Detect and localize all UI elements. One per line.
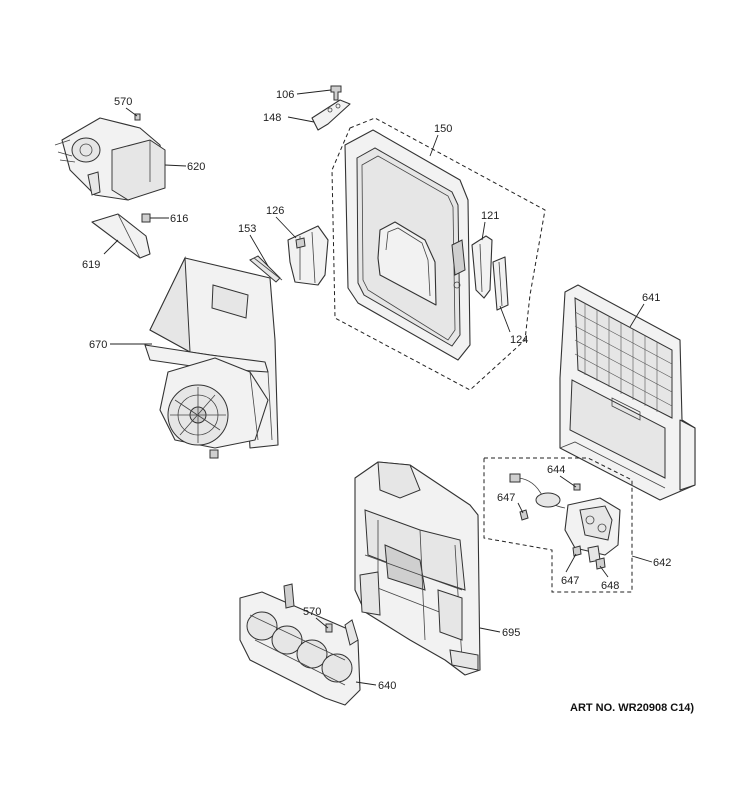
clip-part-647-top[interactable] <box>519 509 529 521</box>
housing-part-126[interactable] <box>287 225 329 286</box>
callout-670: 670 <box>89 339 107 351</box>
callout-648: 648 <box>601 580 619 592</box>
callout-106: 106 <box>276 89 294 101</box>
harness-part-644[interactable] <box>509 473 581 509</box>
callout-642: 642 <box>653 557 671 569</box>
callout-150: 150 <box>434 123 452 135</box>
callout-570-bottom: 570 <box>303 606 321 618</box>
callout-619: 619 <box>82 259 100 271</box>
bracket-part-148[interactable] <box>311 99 351 131</box>
callout-153: 153 <box>238 223 256 235</box>
lever-part-121[interactable] <box>471 235 493 299</box>
callout-640: 640 <box>378 680 396 692</box>
ice-maker-motor-part-620[interactable] <box>54 117 166 201</box>
callout-126: 126 <box>266 205 284 217</box>
callout-121: 121 <box>481 210 499 222</box>
dispenser-cover-part-641[interactable] <box>559 284 696 501</box>
clip-part-648[interactable] <box>595 557 606 570</box>
callout-570-top: 570 <box>114 96 132 108</box>
actuator-part-124[interactable] <box>492 256 509 311</box>
ice-bucket-auger-part-670[interactable] <box>144 256 279 459</box>
art-number: ART NO. WR20908 C14) <box>570 702 694 714</box>
screw-part-570-bottom[interactable] <box>325 623 333 633</box>
assembly-boundary-150 <box>331 117 546 391</box>
callout-148: 148 <box>263 112 281 124</box>
ice-mold-part-640[interactable] <box>239 583 361 706</box>
callout-647-bottom: 647 <box>561 575 579 587</box>
shut-off-arm-part-619[interactable] <box>91 213 151 259</box>
callout-695: 695 <box>502 627 520 639</box>
callout-644: 644 <box>547 464 565 476</box>
assembly-boundary-642 <box>483 457 633 593</box>
callout-616: 616 <box>170 213 188 225</box>
dispenser-housing-part-695[interactable] <box>354 461 481 676</box>
callout-641: 641 <box>642 292 660 304</box>
dispenser-door-part-150[interactable] <box>344 129 471 361</box>
leader-lines <box>103 89 653 686</box>
clip-part-647-bottom[interactable] <box>572 545 582 557</box>
callout-620: 620 <box>187 161 205 173</box>
spring-part-153[interactable] <box>249 255 283 283</box>
screw-part-616[interactable] <box>141 213 151 223</box>
callout-647-top: 647 <box>497 492 515 504</box>
water-valve-part-642[interactable] <box>564 497 621 563</box>
screw-part-106[interactable] <box>330 85 342 101</box>
callout-labels: 106 148 150 121 124 126 153 570 620 616 … <box>82 89 671 692</box>
callout-124: 124 <box>510 334 528 346</box>
